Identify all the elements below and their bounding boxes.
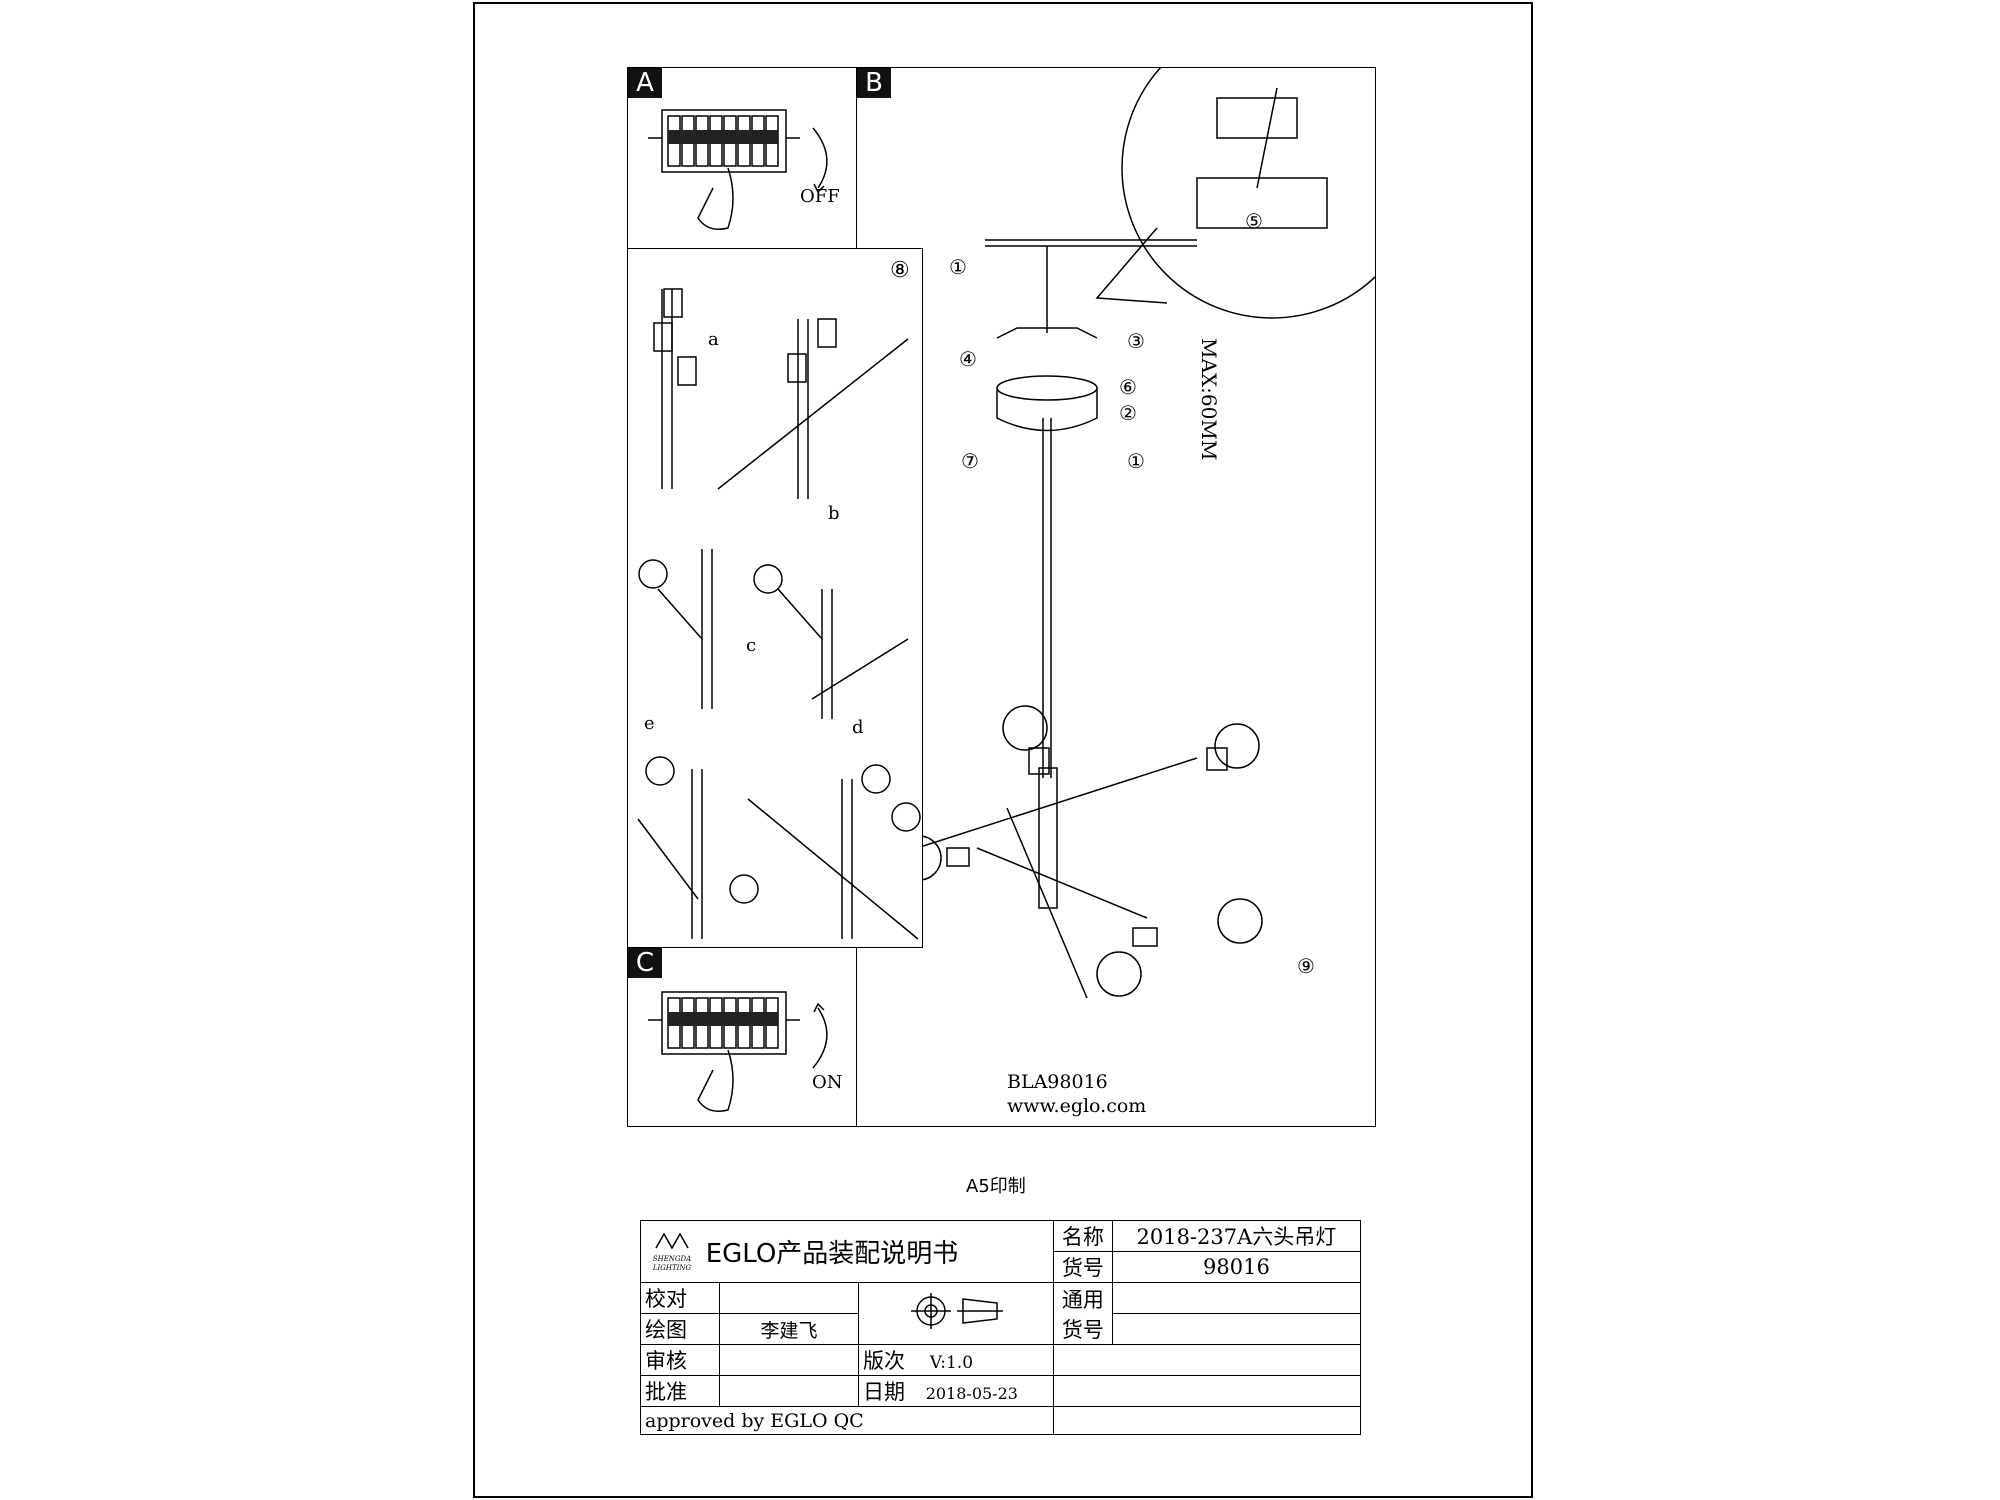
step-3-label: ③ (1127, 329, 1145, 353)
step-9-label: ⑨ (1297, 954, 1315, 978)
panel-c-tag: C (628, 948, 662, 978)
check-value (719, 1282, 859, 1314)
step-2-label: ② (1119, 401, 1137, 425)
general-item-value-1 (1111, 1282, 1362, 1314)
panel-step-8-arms: ⑧ a b c d e (627, 248, 923, 948)
breaker-on-illustration: ON (648, 991, 843, 1112)
step-8-label: ⑧ (890, 258, 910, 283)
sub-step-d: d (852, 717, 864, 738)
check-label: 校对 (640, 1282, 720, 1314)
projection-symbol (910, 1293, 1003, 1329)
panel-b-assembly: B (856, 17, 1423, 1127)
document-title: EGLO产品装配说明书 (705, 1239, 959, 1269)
website-url: www.eglo.com (1007, 1095, 1146, 1117)
review-label: 审核 (640, 1344, 720, 1376)
panel-b-tag: B (857, 68, 891, 98)
draw-label: 绘图 (640, 1313, 720, 1345)
sub-step-e: e (644, 713, 655, 734)
panel-a-tag: A (628, 68, 662, 98)
version-label: 版次 (863, 1349, 905, 1373)
review-value (719, 1344, 859, 1376)
chandelier-assembly-illustration: ① ⑤ ③ ④ ⑥ ② ⑦ ① ⑨ MAX:60MM BLA98016 www.… (896, 17, 1423, 1117)
step-1b-label: ① (1127, 449, 1145, 473)
blank-row-6 (1052, 1375, 1362, 1407)
logo-mark: SHENGDA LIGHTING (645, 1230, 699, 1273)
panel-c-power-on: C ON (627, 947, 857, 1127)
print-note: A5印制 (966, 1176, 1026, 1197)
projection-symbol-cell (858, 1282, 1054, 1345)
version-cell: 版次 V:1.0 (858, 1344, 1054, 1376)
step-1-label: ① (949, 255, 967, 279)
step-7-label: ⑦ (961, 449, 979, 473)
step-5-label: ⑤ (1245, 209, 1263, 233)
date-value: 2018-05-23 (925, 1384, 1018, 1403)
panel-a-power-off: A OFF (627, 67, 857, 249)
approve-label: 批准 (640, 1375, 720, 1407)
breaker-off-illustration: OFF (648, 109, 840, 230)
step-4-label: ④ (959, 347, 977, 371)
general-item-value-2 (1111, 1313, 1362, 1345)
item-no-label: 货号 (1052, 1251, 1113, 1283)
blank-row-7 (1052, 1406, 1362, 1435)
title-block: SHENGDA LIGHTING EGLO产品装配说明书 名称 2018-237… (640, 1220, 1362, 1435)
drawer-name: 李建飞 (719, 1313, 859, 1345)
arm-assembly-illustration: ⑧ a b c d e (637, 258, 921, 940)
title-cell: SHENGDA LIGHTING EGLO产品装配说明书 (640, 1220, 1054, 1283)
cable-max-label: MAX:60MM (1197, 338, 1221, 460)
off-label: OFF (800, 186, 840, 207)
model-code: BLA98016 (1007, 1071, 1108, 1093)
date-cell: 日期 2018-05-23 (858, 1375, 1054, 1407)
version-value: V:1.0 (929, 1353, 974, 1373)
name-label: 名称 (1052, 1220, 1113, 1252)
instruction-sheet (473, 2, 1533, 1498)
logo-icon (655, 1232, 689, 1250)
product-name: 2018-237A六头吊灯 (1111, 1220, 1362, 1252)
item-no-value: 98016 (1111, 1251, 1362, 1283)
sub-step-b: b (828, 503, 840, 524)
step-6-label: ⑥ (1119, 375, 1137, 399)
sub-step-c: c (746, 635, 756, 656)
date-label: 日期 (863, 1380, 905, 1404)
approved-by: approved by EGLO QC (640, 1406, 1054, 1435)
blank-row-5 (1052, 1344, 1362, 1376)
on-label: ON (812, 1072, 843, 1093)
approve-value (719, 1375, 859, 1407)
general-item-label: 通用货号 (1052, 1282, 1113, 1345)
sub-step-a: a (708, 329, 719, 350)
